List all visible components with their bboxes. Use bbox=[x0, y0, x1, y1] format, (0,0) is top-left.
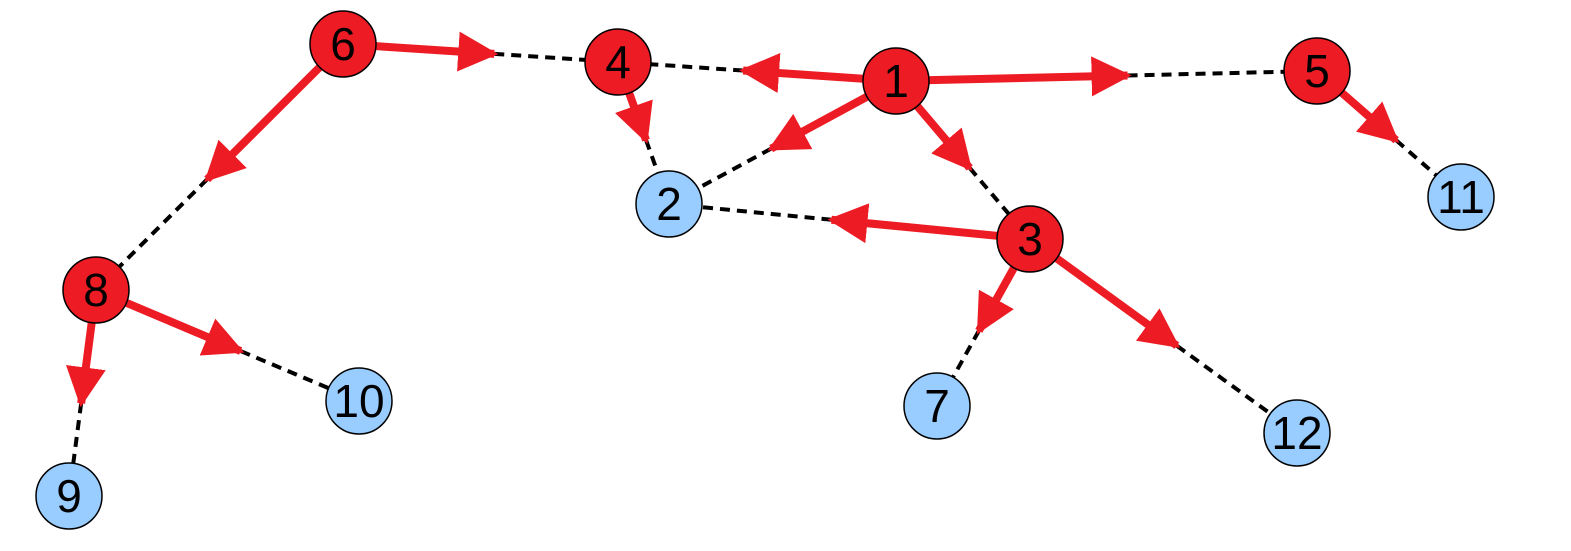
edge-8-9 bbox=[65, 318, 106, 468]
node-8: 8 bbox=[62, 256, 130, 324]
edge-arrow-segment bbox=[65, 318, 106, 408]
node-label: 2 bbox=[656, 178, 682, 230]
edge-arrow-segment bbox=[1051, 252, 1181, 349]
node-10: 10 bbox=[325, 367, 393, 435]
node-label: 6 bbox=[330, 18, 356, 70]
node-label: 5 bbox=[1304, 45, 1330, 97]
edge-arrow-segment bbox=[371, 31, 499, 72]
edge-dashed-segment bbox=[239, 349, 334, 392]
node-12: 12 bbox=[1263, 399, 1331, 467]
edge-arrow-segment bbox=[827, 203, 1002, 244]
edge-arrow-segment bbox=[1336, 87, 1400, 144]
edge-arrow-segment bbox=[975, 262, 1020, 335]
edge-dashed-segment bbox=[1394, 138, 1441, 180]
edge-arrow-segment bbox=[767, 91, 873, 153]
node-label: 8 bbox=[83, 264, 109, 316]
edge-3-12 bbox=[1051, 252, 1275, 418]
edge-4-2 bbox=[615, 87, 662, 178]
node-label: 11 bbox=[1437, 171, 1485, 223]
node-3: 3 bbox=[996, 205, 1064, 273]
node-circle bbox=[584, 28, 652, 96]
node-circle bbox=[862, 47, 930, 115]
edge-dashed-segment bbox=[693, 146, 773, 192]
edge-dashed-segment bbox=[968, 166, 1013, 219]
edge-5-11 bbox=[1336, 87, 1441, 180]
edge-dashed-segment bbox=[115, 177, 209, 271]
node-7: 7 bbox=[903, 372, 971, 440]
node-6: 6 bbox=[309, 10, 377, 78]
node-circle bbox=[62, 256, 130, 324]
edge-dashed-segment bbox=[646, 61, 744, 73]
edge-3-2 bbox=[697, 203, 1002, 244]
node-circle bbox=[309, 10, 377, 78]
node-label: 9 bbox=[56, 470, 82, 522]
edge-dashed-segment bbox=[70, 403, 84, 468]
node-circle bbox=[1263, 399, 1331, 467]
node-circle bbox=[635, 170, 703, 238]
edge-dashed-segment bbox=[949, 329, 981, 382]
node-label: 1 bbox=[883, 55, 909, 107]
edge-6-8 bbox=[115, 61, 326, 271]
node-circle bbox=[903, 372, 971, 440]
node-circle bbox=[35, 462, 103, 530]
node-circle bbox=[325, 367, 393, 435]
edge-arrow-segment bbox=[739, 53, 868, 93]
edge-1-3 bbox=[911, 100, 1013, 219]
edge-8-10 bbox=[121, 297, 334, 392]
edge-dashed-segment bbox=[697, 204, 832, 222]
node-11: 11 bbox=[1427, 163, 1495, 231]
node-circle bbox=[1283, 37, 1351, 105]
edge-1-2 bbox=[693, 91, 873, 192]
node-circle bbox=[1427, 163, 1495, 231]
node-9: 9 bbox=[35, 462, 103, 530]
edge-arrow-segment bbox=[911, 100, 973, 171]
node-label: 10 bbox=[333, 375, 384, 427]
edge-dashed-segment bbox=[494, 51, 590, 63]
node-5: 5 bbox=[1283, 37, 1351, 105]
node-4: 4 bbox=[584, 28, 652, 96]
node-2: 2 bbox=[635, 170, 703, 238]
edges-layer bbox=[65, 31, 1441, 468]
edge-1-4 bbox=[646, 53, 868, 93]
edge-dashed-segment bbox=[1127, 69, 1289, 78]
edge-arrow-segment bbox=[924, 56, 1132, 97]
node-label: 4 bbox=[605, 36, 631, 88]
edge-1-5 bbox=[924, 56, 1289, 97]
edge-arrow-segment bbox=[121, 297, 245, 356]
node-1: 1 bbox=[862, 47, 930, 115]
edge-6-4 bbox=[371, 31, 590, 72]
node-circle bbox=[996, 205, 1064, 273]
edge-dashed-segment bbox=[644, 139, 662, 178]
edge-3-7 bbox=[949, 262, 1020, 382]
node-label: 12 bbox=[1271, 407, 1322, 459]
edge-dashed-segment bbox=[1175, 344, 1275, 418]
node-label: 7 bbox=[924, 380, 950, 432]
edge-arrow-segment bbox=[615, 87, 653, 144]
node-label: 3 bbox=[1017, 213, 1043, 265]
edge-arrow-segment bbox=[204, 61, 326, 183]
